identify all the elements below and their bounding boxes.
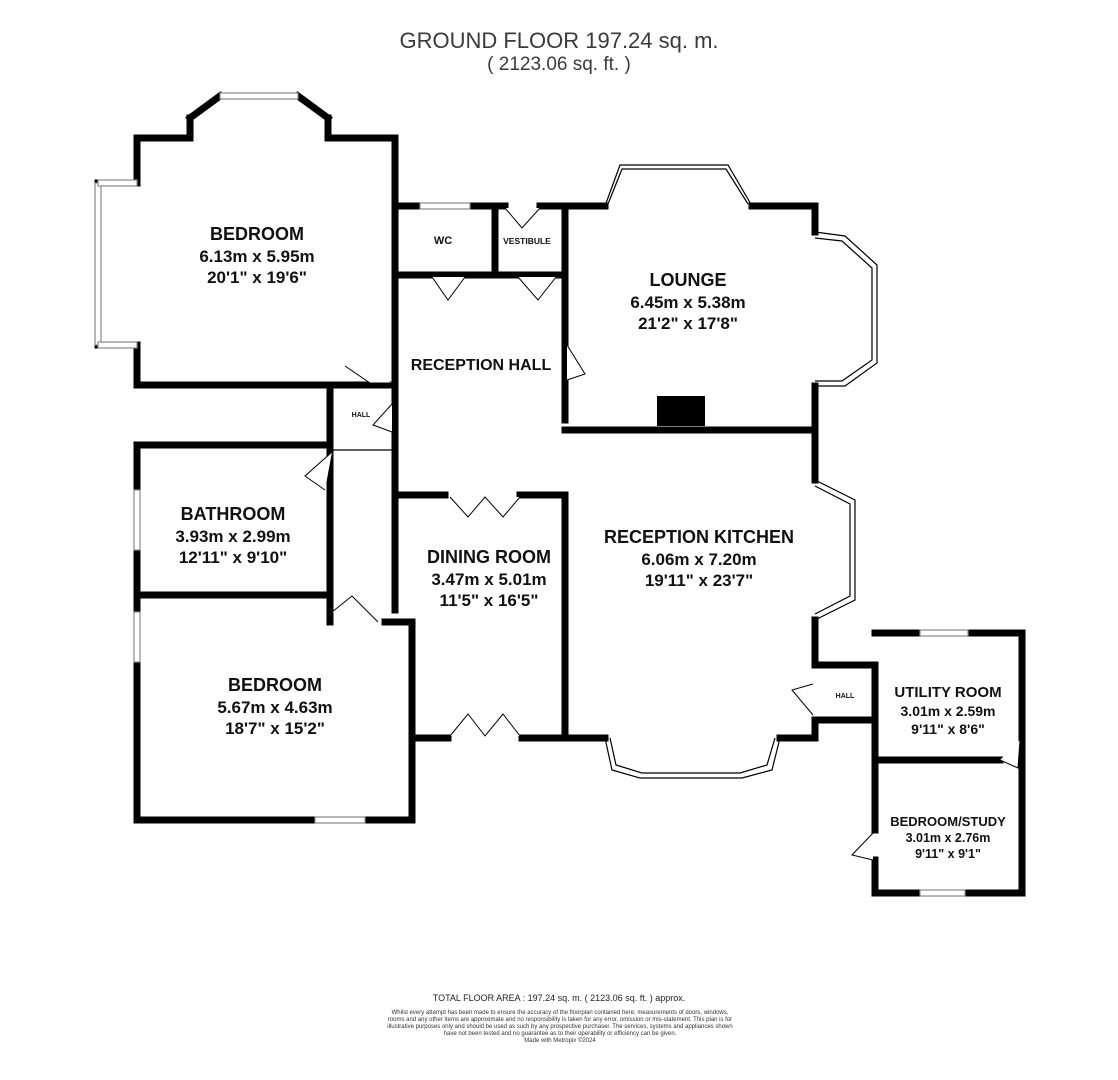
window (219, 92, 299, 100)
lounge-bay-window-inner (607, 168, 749, 205)
door-swing (344, 365, 393, 384)
door-swing (517, 276, 557, 301)
door-swing (999, 739, 1021, 769)
double-door (449, 496, 521, 518)
door-swing (791, 683, 814, 716)
room-imperial: 18'7" x 15'2" (225, 719, 325, 738)
room-metric: 5.67m x 4.63m (217, 698, 332, 717)
window (314, 816, 366, 824)
room-lounge: LOUNGE 6.45m x 5.38m 21'2" x 17'8" (630, 270, 745, 333)
disclaimer: Whilst every attempt has been made to en… (385, 1010, 735, 1045)
room-imperial: 12'11" x 9'10" (179, 548, 287, 567)
room-name: BEDROOM (210, 224, 304, 244)
window (133, 611, 141, 663)
room-imperial: 9'11" x 8'6" (911, 721, 985, 737)
door-swing (566, 344, 586, 381)
room-name: RECEPTION KITCHEN (604, 527, 794, 547)
door-swing (504, 207, 541, 229)
room-kitchen: RECEPTION KITCHEN 6.06m x 7.20m 19'11" x… (604, 527, 794, 590)
room-metric: 6.13m x 5.95m (199, 247, 314, 266)
room-name: HALL (352, 412, 371, 419)
room-name: RECEPTION HALL (411, 357, 552, 374)
room-imperial: 11'5" x 16'5" (440, 591, 539, 610)
window (94, 182, 102, 346)
room-name: WC (434, 235, 452, 247)
door-swing (331, 595, 379, 623)
window (133, 489, 141, 551)
kitchen-bottom-bay (604, 737, 781, 779)
room-bedroom1: BEDROOM 6.13m x 5.95m 20'1" x 19'6" (199, 224, 314, 287)
room-imperial: 21'2" x 17'8" (638, 314, 738, 333)
room-metric: 3.93m x 2.99m (175, 527, 290, 546)
door-swing (372, 403, 393, 433)
room-wc: WC (434, 235, 452, 247)
door-swing (304, 451, 333, 491)
chimney-breast (657, 396, 705, 426)
room-metric: 3.01m x 2.59m (901, 703, 996, 719)
room-utility: UTILITY ROOM 3.01m x 2.59m 9'11" x 8'6" (894, 684, 1001, 737)
window (97, 179, 138, 187)
room-name: BATHROOM (181, 504, 286, 524)
room-dining: DINING ROOM 3.47m x 5.01m 11'5" x 16'5" (427, 547, 551, 610)
room-name: DINING ROOM (427, 547, 551, 567)
lounge-bay-window (604, 164, 753, 207)
total-floor-area: TOTAL FLOOR AREA : 197.24 sq. m. ( 2123.… (432, 993, 686, 1003)
room-metric: 6.06m x 7.20m (641, 550, 756, 569)
double-door (449, 713, 521, 737)
window (919, 629, 969, 637)
room-name: BEDROOM/STUDY (890, 814, 1006, 829)
doors (304, 207, 1021, 861)
room-name: VESTIBULE (503, 236, 551, 246)
floor-title: GROUND FLOOR 197.24 sq. m. (399, 28, 719, 53)
room-imperial: 9'11" x 9'1" (915, 847, 981, 861)
lounge-side-bay (814, 231, 878, 387)
door-swing (431, 276, 466, 301)
window (97, 341, 138, 349)
window (419, 202, 471, 210)
room-reception-hall: RECEPTION HALL (411, 357, 552, 374)
bedroom2-walls (133, 491, 416, 824)
room-bathroom: BATHROOM 3.93m x 2.99m 12'11" x 9'10" (175, 504, 290, 567)
kitchen-bottom-bay-inner (609, 737, 776, 774)
window (919, 889, 966, 897)
room-study: BEDROOM/STUDY 3.01m x 2.76m 9'11" x 9'1" (890, 814, 1006, 861)
bedroom1-bay (185, 91, 333, 123)
room-hall-1: HALL (352, 412, 371, 419)
kitchen-bay (814, 479, 856, 621)
lounge-side-bay-inner (814, 237, 873, 382)
room-bedroom2: BEDROOM 5.67m x 4.63m 18'7" x 15'2" (217, 675, 332, 738)
room-name: LOUNGE (649, 270, 726, 290)
room-metric: 6.45m x 5.38m (630, 293, 745, 312)
walls (94, 91, 1026, 897)
room-metric: 3.01m x 2.76m (906, 831, 991, 845)
room-name: HALL (836, 693, 855, 700)
utility-walls (871, 629, 1026, 897)
room-name: UTILITY ROOM (894, 684, 1001, 701)
floor-subtitle: ( 2123.06 sq. ft. ) (487, 54, 631, 75)
credit-text: Made with Metropix ©2024 (524, 1038, 596, 1044)
windows (94, 92, 969, 897)
room-vestibule: VESTIBULE (503, 236, 551, 246)
room-imperial: 20'1" x 19'6" (207, 268, 307, 287)
room-hall-2: HALL (836, 693, 855, 700)
door-swing (851, 832, 874, 861)
room-imperial: 19'11" x 23'7" (645, 571, 753, 590)
room-name: BEDROOM (228, 675, 322, 695)
room-metric: 3.47m x 5.01m (431, 570, 546, 589)
disclaimer-text: Whilst every attempt has been made to en… (387, 1010, 733, 1037)
kitchen-bay-inner (814, 485, 851, 615)
